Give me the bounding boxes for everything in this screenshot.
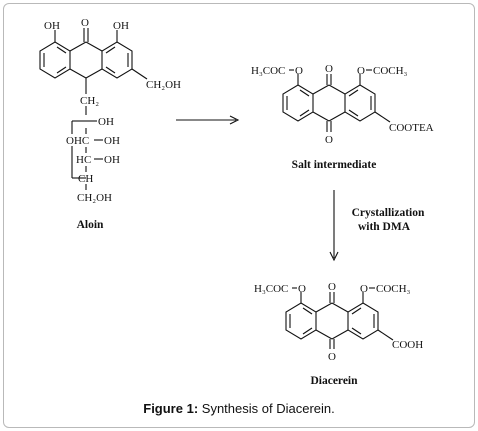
aloin-sugar-ch2oh: CH₂OH <box>77 192 112 204</box>
aloin-structure <box>39 28 148 190</box>
caption-label: Figure 1: <box>143 401 199 416</box>
aloin-carbonyl-o: O <box>81 17 89 29</box>
diacerein-name: Diacerein <box>310 375 358 387</box>
salt-o-left: O <box>295 65 303 77</box>
aloin-ch2oh-side: CH₂OH <box>146 79 181 91</box>
aloin-oh-left: OH <box>44 20 60 32</box>
diacerein-carbonyl-o-top: O <box>328 281 336 293</box>
aloin-sugar-oh3: OH <box>104 154 120 166</box>
step-condition-line2: with DMA <box>358 221 411 233</box>
figure-frame <box>3 3 475 428</box>
salt-h3coc: H₃COC <box>251 65 285 77</box>
aloin-ch2: CH₂ <box>80 95 99 107</box>
figure-caption: Figure 1: Synthesis of Diacerein. <box>0 401 478 416</box>
salt-carbonyl-o-bottom: O <box>325 134 333 146</box>
diacerein-structure <box>285 287 394 349</box>
aloin-sugar-ch: CH <box>78 173 93 185</box>
aloin-sugar-ohc: OHC <box>66 135 89 147</box>
aloin-sugar-oh2: OH <box>104 135 120 147</box>
diacerein-coch3: COCH₃ <box>376 283 411 295</box>
salt-cootea: COOTEA <box>389 122 434 134</box>
diacerein-o-right: O <box>360 283 368 295</box>
diacerein-carbonyl-o-bottom: O <box>328 351 336 363</box>
diacerein-h3coc: H₃COC <box>254 283 288 295</box>
aloin-name: Aloin <box>77 219 104 231</box>
diacerein-cooh: COOH <box>392 339 423 351</box>
aloin-oh-right: OH <box>113 20 129 32</box>
salt-carbonyl-o-top: O <box>325 63 333 75</box>
aloin-sugar-oh1: OH <box>98 116 114 128</box>
caption-text: Synthesis of Diacerein. <box>201 401 335 416</box>
aloin-sugar-hc: HC <box>76 154 91 166</box>
step-condition-line1: Crystallization <box>352 207 425 219</box>
diacerein-o-left: O <box>298 283 306 295</box>
reaction-arrow-right <box>176 115 240 125</box>
salt-name: Salt intermediate <box>292 159 377 171</box>
salt-intermediate-structure <box>282 69 391 132</box>
salt-coch3: COCH₃ <box>373 65 408 77</box>
reaction-arrow-down <box>329 190 339 262</box>
salt-o-right: O <box>357 65 365 77</box>
reaction-scheme: OH O OH CH₂OH CH₂ OH OHC OH HC OH CH CH₂… <box>39 17 434 387</box>
